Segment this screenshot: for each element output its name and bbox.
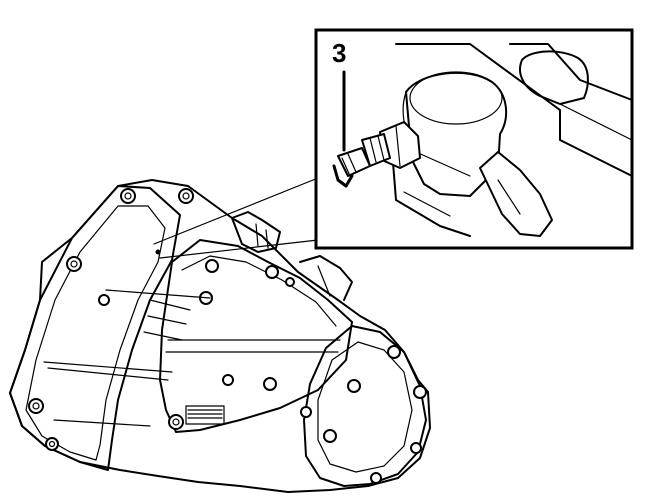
sensor-switch: [332, 133, 391, 188]
gearbox-housing: [9, 179, 431, 493]
inset-detail-frame: [314, 28, 634, 250]
leader-lines: [153, 177, 319, 259]
callout-label-3: 3: [332, 38, 347, 68]
